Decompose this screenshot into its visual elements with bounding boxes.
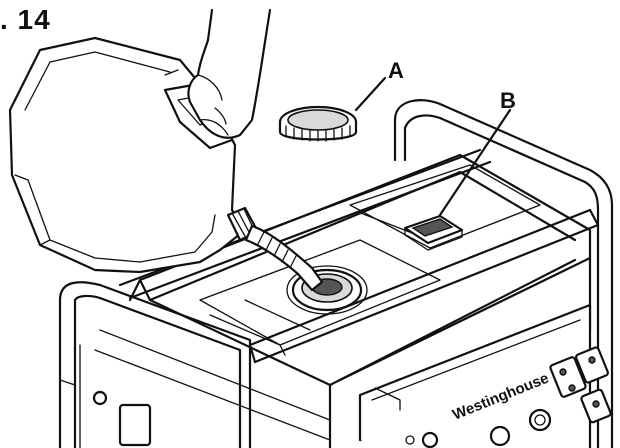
figure-title: . 14 [0,4,51,35]
control-panel: Westinghouse [358,303,612,448]
callout-label-a: A [388,58,404,83]
leader-line-b [438,108,512,217]
fuel-gauge [403,214,464,251]
gas-cap [278,105,358,142]
lower-left-panel [59,344,152,448]
hand-pouring [187,8,272,139]
leader-line-a [354,76,387,112]
gas-can [8,36,324,292]
callout-label-b: B [500,88,516,113]
